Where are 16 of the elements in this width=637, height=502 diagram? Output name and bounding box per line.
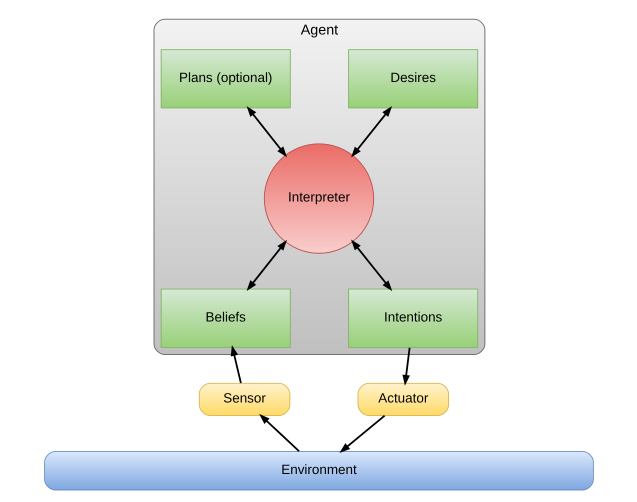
node-box: Beliefs — [160, 288, 290, 348]
node-box: Plans (optional) — [160, 49, 290, 108]
node-box: Actuator — [357, 382, 449, 416]
node-circle: Interpreter — [263, 143, 374, 254]
arrow — [246, 240, 286, 291]
arrow — [246, 106, 287, 158]
arrow — [230, 345, 242, 384]
node-box: Sensor — [198, 382, 290, 416]
arrow — [350, 106, 392, 158]
node-box: Environment — [44, 450, 594, 490]
arrow — [338, 415, 385, 453]
node-box: Intentions — [348, 288, 478, 348]
arrow — [402, 348, 410, 386]
node-box: Desires — [348, 49, 478, 108]
arrow — [258, 414, 300, 452]
arrow — [350, 240, 392, 292]
